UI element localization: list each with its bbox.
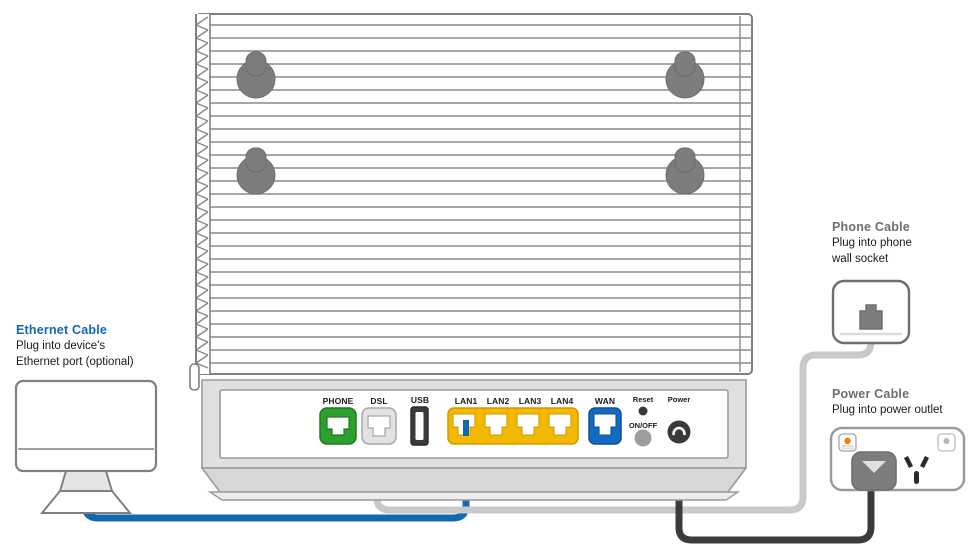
cable-phone — [373, 314, 875, 514]
label-power: Power — [668, 395, 691, 404]
control-reset-button[interactable] — [638, 406, 648, 416]
ethernet-plug-tab — [463, 420, 469, 436]
callout-power-line1: Plug into power outlet — [832, 404, 943, 416]
label-lan2: LAN2 — [487, 396, 510, 406]
port-lan4 — [548, 413, 572, 436]
port-block-lan[interactable] — [447, 407, 579, 445]
port-power-jack[interactable] — [667, 420, 691, 444]
phone-wall-socket — [831, 279, 911, 345]
label-lan4: LAN4 — [551, 396, 574, 406]
label-dsl: DSL — [370, 396, 387, 406]
callout-phone-line1: Plug into phone — [832, 237, 912, 249]
label-lan3: LAN3 — [519, 396, 542, 406]
callout-ethernet-cable: Ethernet Cable Plug into device's Ethern… — [16, 322, 206, 370]
computer-monitor — [14, 379, 158, 514]
port-labels: PHONE DSL USB LAN1 LAN2 LAN3 LAN4 WAN Re… — [323, 395, 691, 430]
label-usb: USB — [411, 395, 429, 405]
port-wan[interactable] — [588, 407, 622, 445]
callout-power-cable: Power Cable Plug into power outlet — [832, 386, 977, 418]
phone-plug-icon — [859, 304, 883, 330]
label-phone: PHONE — [323, 396, 354, 406]
cable-power — [675, 428, 875, 544]
power-outlet — [829, 426, 966, 492]
callout-ethernet-line1: Plug into device's — [16, 340, 106, 352]
callout-phone-line2: wall socket — [832, 253, 889, 265]
callout-ethernet-line2: Ethernet port (optional) — [16, 356, 134, 368]
port-usb[interactable] — [410, 406, 429, 446]
port-lan3 — [516, 413, 540, 436]
label-lan1: LAN1 — [455, 396, 478, 406]
outlet-switch-left[interactable] — [838, 433, 857, 452]
callout-power-title: Power Cable — [832, 387, 910, 401]
router-left-edge — [195, 14, 211, 374]
callout-ethernet-title: Ethernet Cable — [16, 323, 108, 337]
callout-phone-cable: Phone Cable Plug into phone wall socket — [832, 219, 977, 267]
port-phone[interactable] — [319, 407, 357, 445]
port-dsl[interactable] — [361, 407, 397, 445]
label-wan: WAN — [595, 396, 615, 406]
outlet-switch-right[interactable] — [937, 433, 956, 452]
control-onoff-button[interactable] — [634, 429, 652, 447]
wall-mount-hole — [236, 51, 705, 195]
label-reset: Reset — [633, 395, 654, 404]
outlet-socket-right — [904, 456, 929, 484]
label-onoff: ON/OFF — [629, 421, 658, 430]
power-plug — [851, 451, 897, 491]
callout-phone-title: Phone Cable — [832, 220, 910, 234]
port-lan2 — [484, 413, 508, 436]
